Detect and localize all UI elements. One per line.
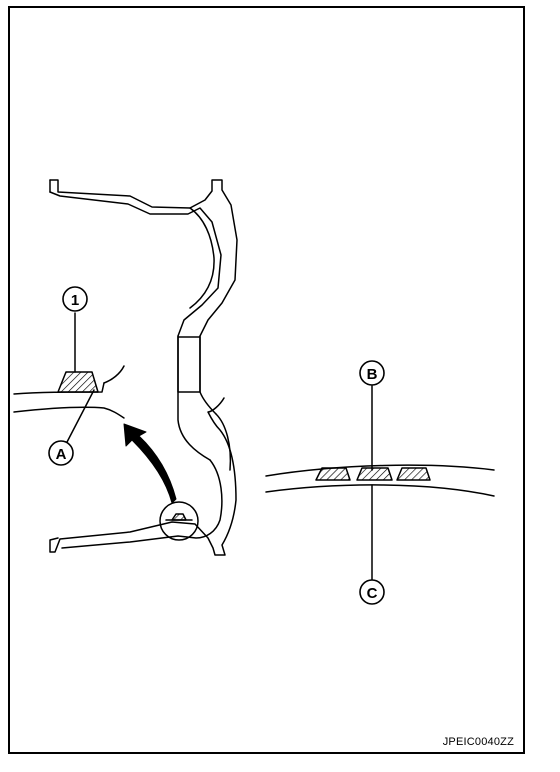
rim-upper-inner [49,191,222,337]
callout-a-label: A [56,446,67,463]
callout-c: C [359,579,385,605]
enlarged-detail-right [265,464,495,497]
callout-1: 1 [62,286,88,312]
rim-upper-outer [49,179,238,337]
rim-lower-inner [61,459,223,549]
balance-weight-3 [396,467,431,481]
wheel-rim-cross-section [49,179,238,556]
callout-c-label: C [367,585,378,602]
rim-arc-inner [265,484,495,497]
callout-a: A [48,440,74,466]
rim-center-pad [177,336,201,393]
leader-a [65,389,95,445]
balance-weight-1 [315,467,351,481]
balance-weight-left [57,371,99,393]
enlargement-arrow-icon [123,423,177,504]
figure-id: JPEIC0040ZZ [442,736,514,748]
rim-arc-outer [265,464,495,477]
callout-b: B [359,360,385,386]
enlarged-detail-left [13,365,193,521]
magnifier-circle [159,501,199,541]
inner-weight-small [171,513,187,521]
balance-weight-2 [356,467,393,481]
callout-b-label: B [367,366,378,383]
rim-lower-outer [49,397,237,556]
callout-1-label: 1 [71,292,79,309]
